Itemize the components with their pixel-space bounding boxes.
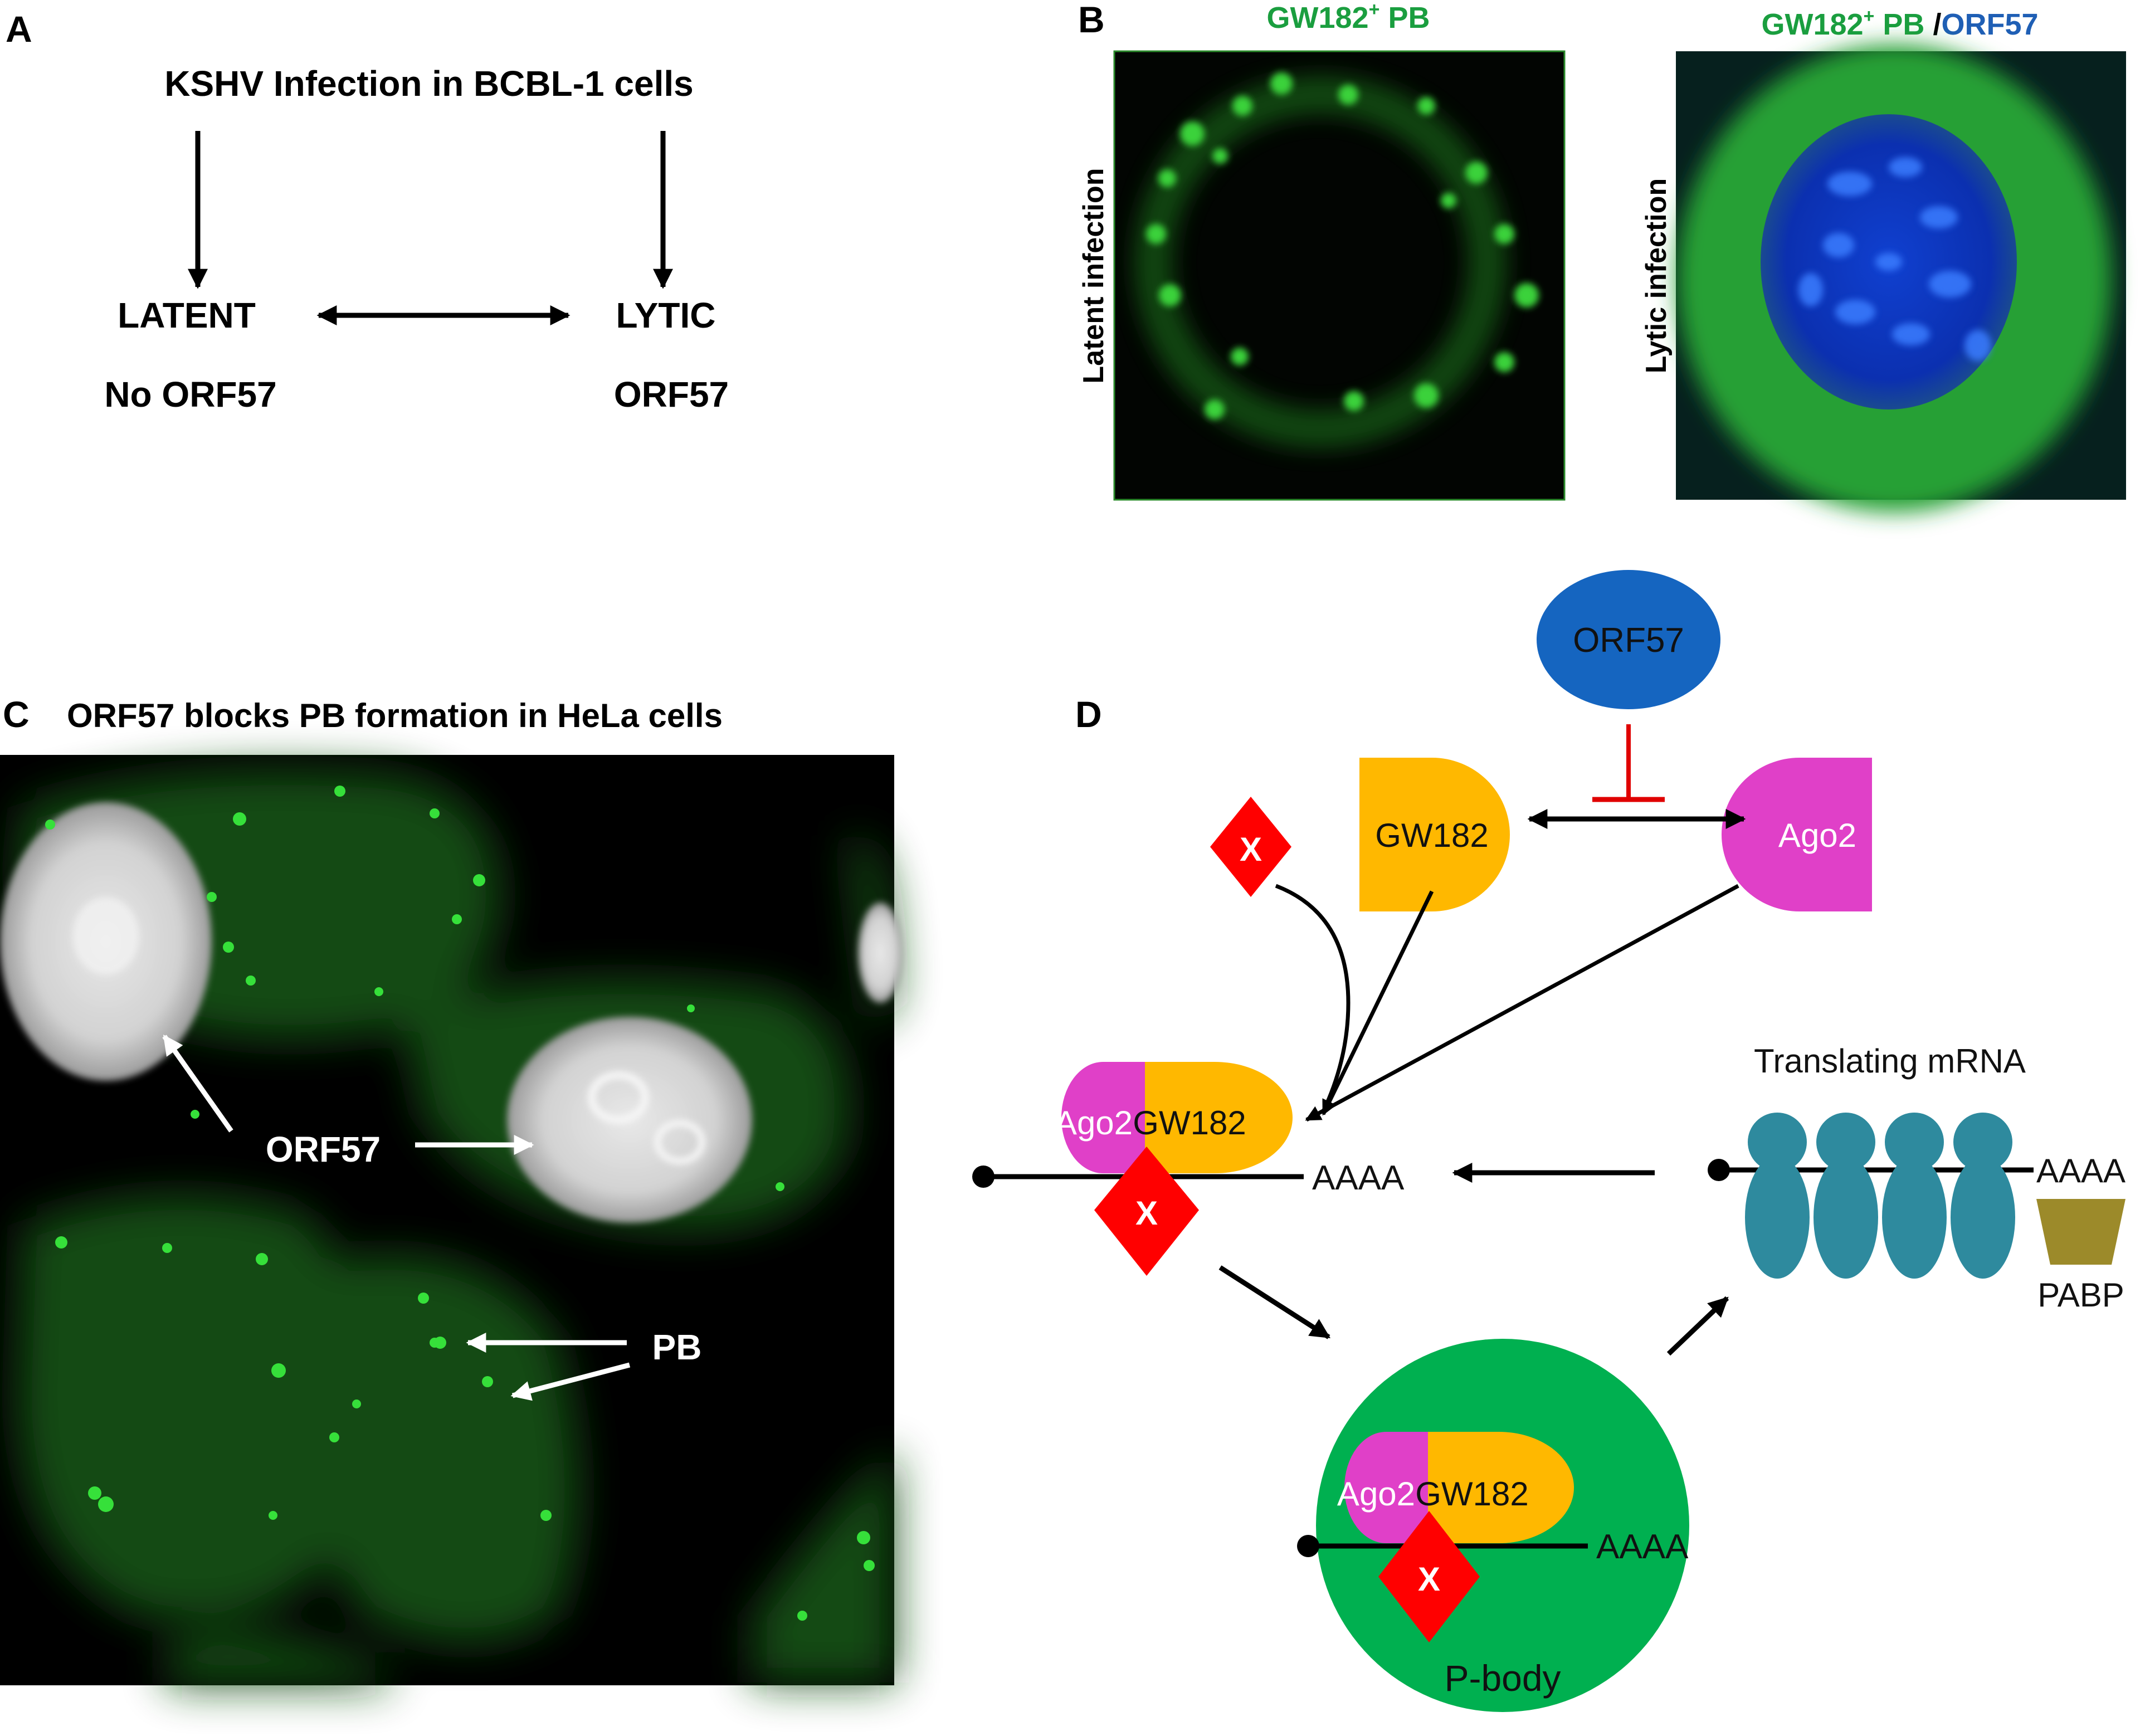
panel-a: A KSHV Infection in BCBL-1 cells LATENT …	[6, 8, 729, 415]
ago2-complex	[1061, 1062, 1145, 1173]
ago2-pbody-label: Ago2	[1337, 1475, 1415, 1513]
ribosomes	[1745, 1113, 2015, 1279]
panel-b-left-title: GW182+ PB	[1267, 0, 1430, 35]
orf57-label-c: ORF57	[266, 1129, 381, 1169]
lytic-micrograph	[1676, 45, 2126, 513]
lytic-label: LYTIC	[616, 295, 716, 335]
orf57-arrow-1	[162, 1035, 233, 1133]
ago2-to-complex-arrow	[1305, 884, 1739, 1122]
orf57-oval	[1537, 570, 1720, 709]
x-diamond-top	[1210, 797, 1291, 897]
polya-complex: AAAA	[1312, 1159, 1405, 1197]
orf57-nuclear-speckles	[1798, 157, 1991, 361]
ago2-complex-label: Ago2	[1055, 1104, 1133, 1142]
gw182-top-label: GW182	[1375, 817, 1488, 854]
latent-infection-label: Latent infection	[1078, 168, 1110, 383]
pabp-shape	[2036, 1199, 2126, 1265]
x-complex-label: X	[1135, 1194, 1158, 1232]
x-top-label: X	[1240, 831, 1262, 868]
x-diamond-pbody	[1378, 1511, 1480, 1642]
pb-label: PB	[652, 1327, 702, 1367]
gw182-complex	[1145, 1062, 1293, 1173]
x-diamond-complex	[1094, 1147, 1199, 1276]
ago2-top-label: Ago2	[1778, 817, 1856, 854]
x-curve-arrow	[1275, 884, 1351, 1113]
translating-label: Translating mRNA	[1754, 1042, 2026, 1080]
panel-a-letter: A	[6, 8, 32, 50]
ago2-top	[1722, 758, 1872, 911]
orf57-label-a: ORF57	[614, 374, 729, 415]
panel-c: C ORF57 blocks PB formation in HeLa cell…	[0, 694, 903, 1685]
pb-dots-hela	[45, 786, 875, 1621]
gw182-to-complex-arrow	[1321, 890, 1434, 1116]
hela-micrograph: ORF57 PB	[0, 755, 903, 1685]
x-pbody-label: X	[1418, 1561, 1440, 1598]
latent-label: LATENT	[118, 295, 256, 335]
panel-b-right-title: GW182+ PB /ORF57	[1761, 6, 2038, 41]
gw182-complex-label: GW182	[1133, 1104, 1246, 1142]
panel-b-letter: B	[1078, 0, 1105, 40]
risc-complex: Ago2 GW182 X AAAA	[972, 1062, 1405, 1276]
latent-micrograph	[1113, 50, 1566, 501]
panel-c-letter: C	[3, 694, 30, 735]
pabp-label: PABP	[2037, 1276, 2124, 1314]
no-orf57-label: No ORF57	[104, 374, 276, 415]
gw182-pbody-label: GW182	[1415, 1475, 1528, 1513]
p-body-label: P-body	[1444, 1657, 1561, 1699]
orf57-oval-label: ORF57	[1573, 621, 1684, 660]
complex-to-pbody-arrow	[1218, 1265, 1331, 1339]
panel-b: B GW182+ PB GW182+ PB /ORF57 Latent infe…	[1078, 0, 2126, 513]
pbody-to-translating-arrow	[1666, 1296, 1729, 1356]
gw182-top	[1359, 758, 1510, 911]
lytic-infection-label: Lytic infection	[1640, 178, 1673, 374]
panel-d-letter: D	[1075, 694, 1102, 735]
panel-c-title: ORF57 blocks PB formation in HeLa cells	[67, 697, 723, 734]
polya-pbody: AAAA	[1596, 1528, 1689, 1566]
panel-d: D ORF57 GW182 Ago2 X Ago2 GW182	[972, 570, 2126, 1712]
pb-dots-latent	[1146, 72, 1539, 420]
p-body: Ago2 GW182 X AAAA P-body	[1297, 1339, 1689, 1712]
panel-a-title: KSHV Infection in BCBL-1 cells	[164, 64, 693, 104]
polya-translating: AAAA	[2036, 1152, 2126, 1189]
mrna-cap-pbody	[1297, 1535, 1319, 1557]
mrna-cap-translating	[1708, 1159, 1730, 1181]
mrna-cap-complex	[972, 1166, 994, 1188]
gw182-pbody	[1428, 1432, 1574, 1543]
pb-arrow-2	[510, 1362, 631, 1401]
ago2-pbody	[1344, 1432, 1428, 1543]
translating-mrna: Translating mRNA AAAA PABP	[1708, 1042, 2126, 1314]
